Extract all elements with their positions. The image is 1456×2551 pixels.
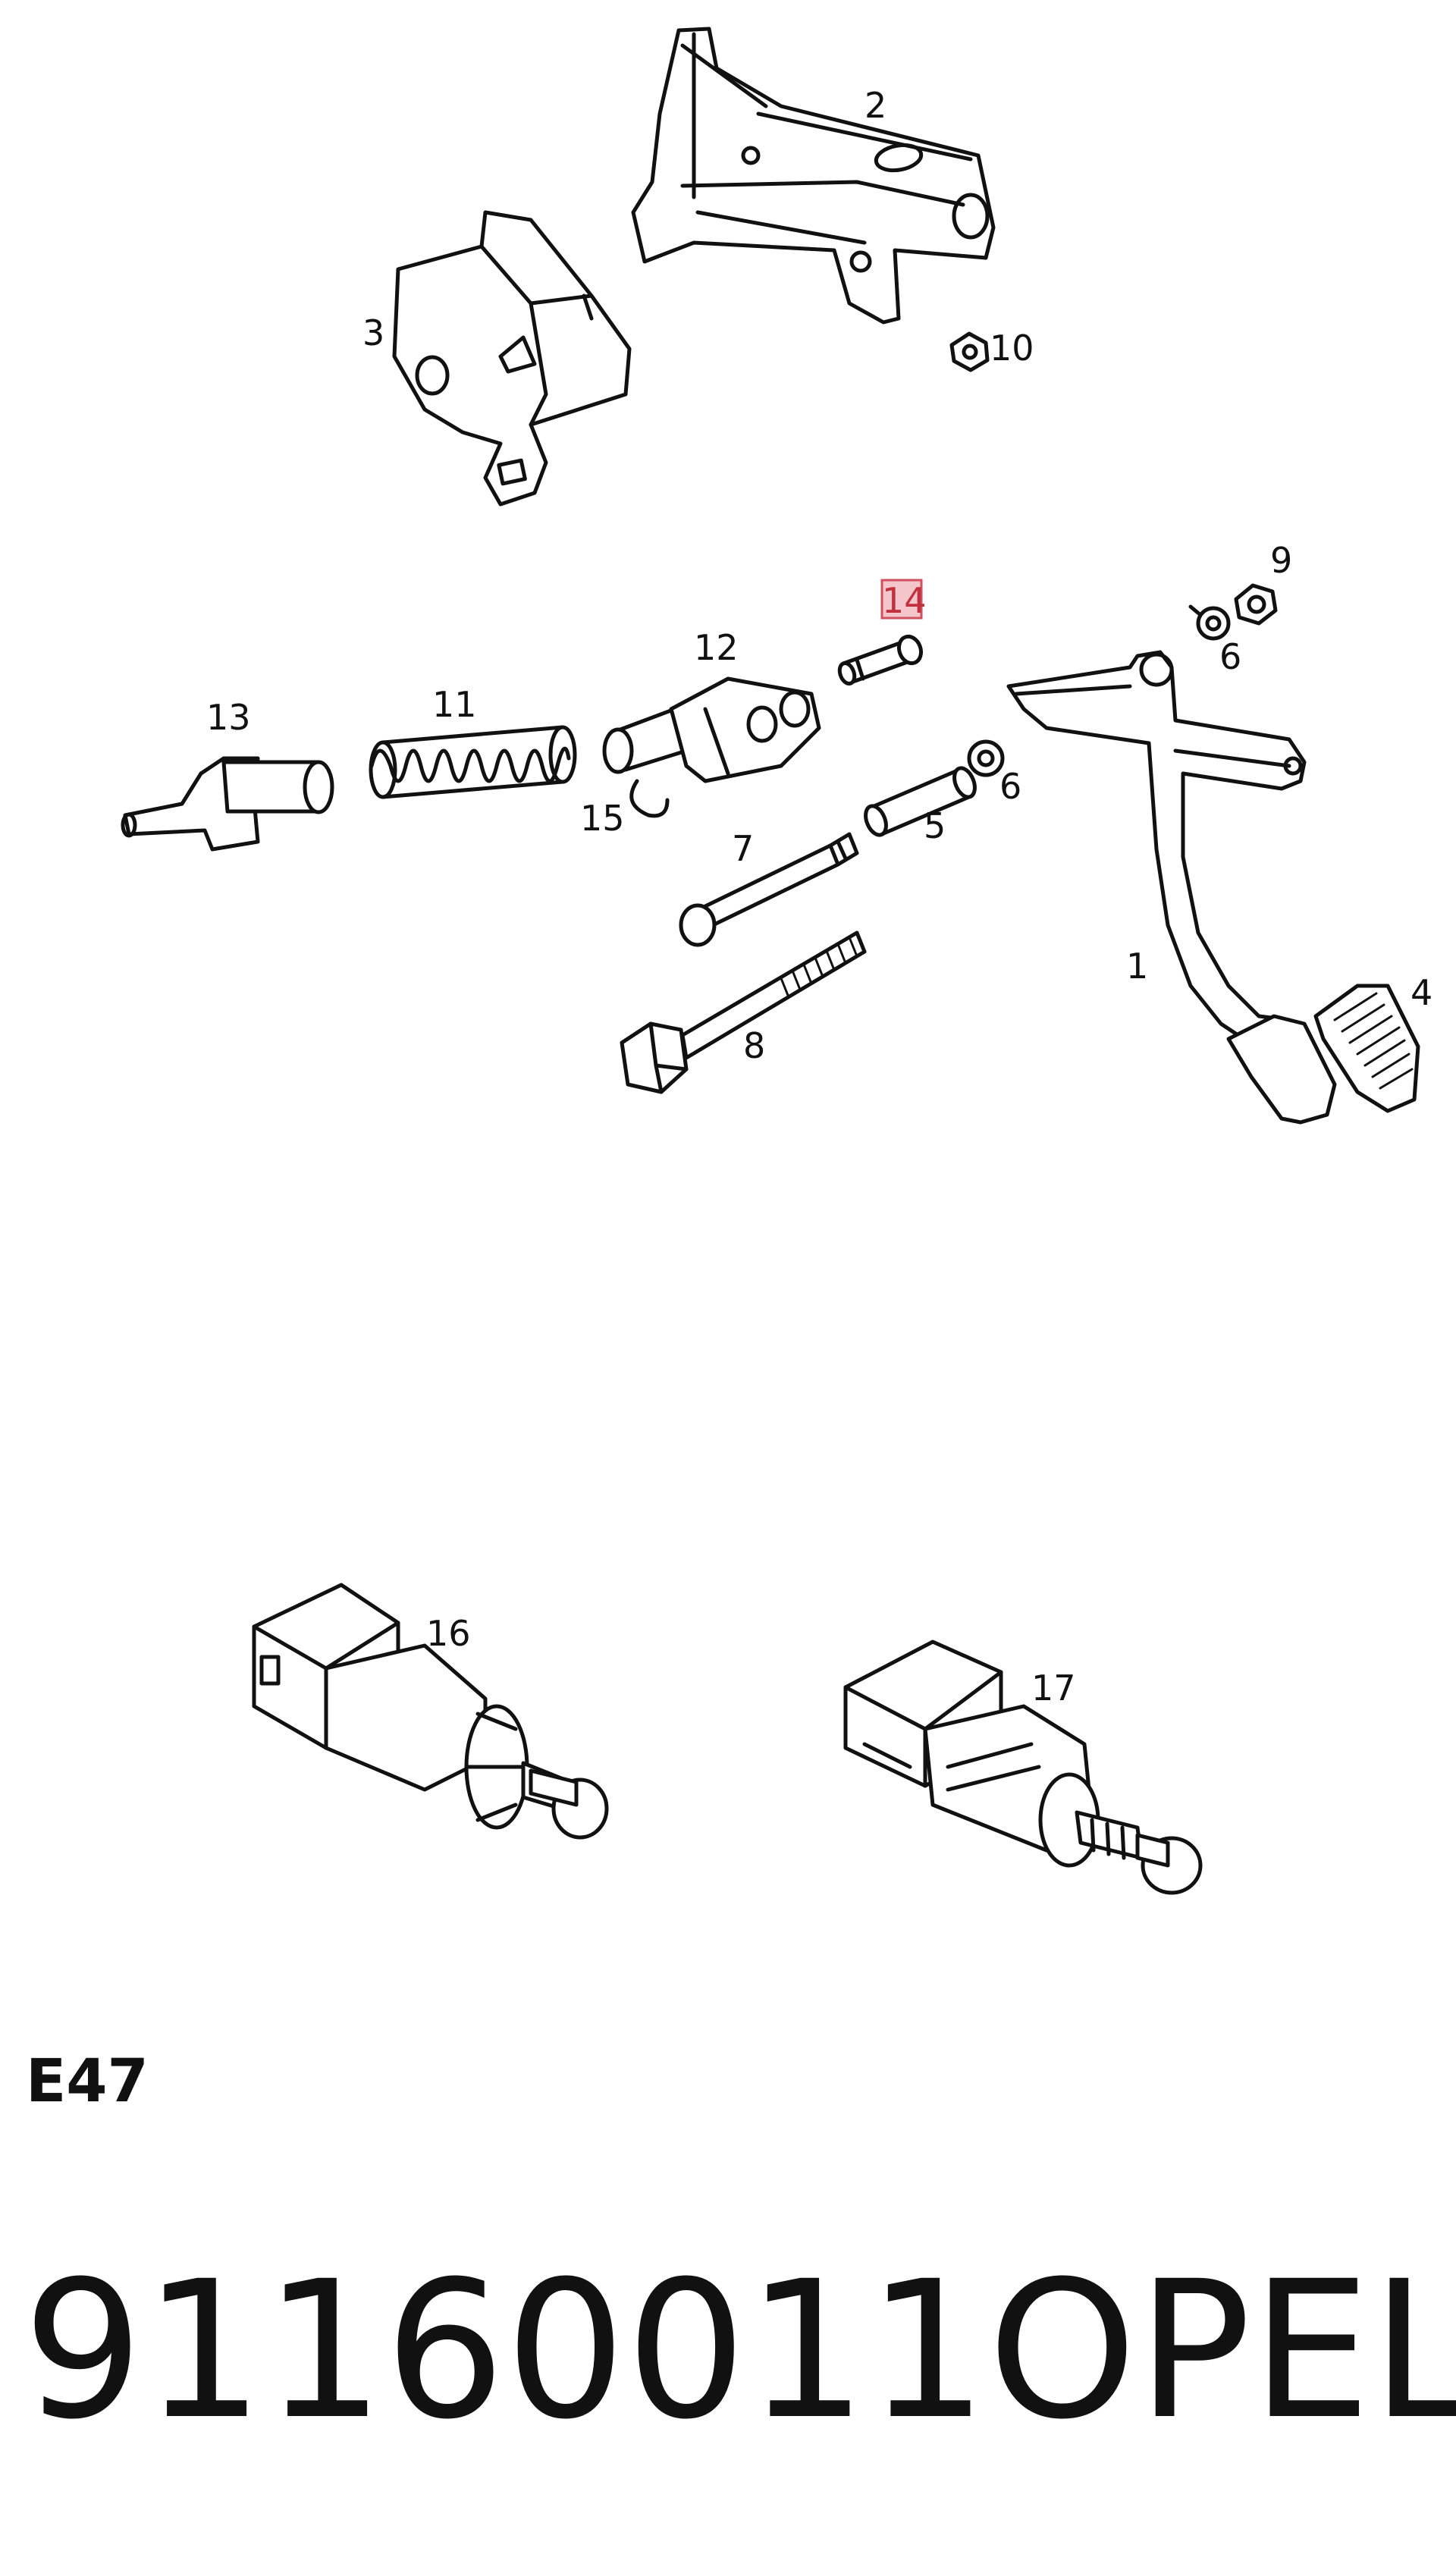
- callout-14-highlight: [880, 579, 923, 620]
- callout-16[interactable]: 16: [426, 1613, 471, 1654]
- part-number: 91160011: [23, 2240, 988, 2461]
- callout-10[interactable]: 10: [990, 328, 1034, 369]
- part-3-housing[interactable]: [392, 210, 632, 507]
- callout-17[interactable]: 17: [1031, 1668, 1076, 1709]
- part-13-pushrod[interactable]: [121, 756, 334, 852]
- callout-9[interactable]: 9: [1270, 540, 1292, 581]
- callout-15[interactable]: 15: [580, 798, 625, 839]
- callout-labels: 2 3 10 14 9 6 12 11 13 6 15 5 7 1 4 8 16…: [206, 85, 1432, 1709]
- part-12-clevis[interactable]: [602, 676, 821, 783]
- part-15-clip[interactable]: [629, 779, 670, 818]
- part-8-bolt[interactable]: [620, 930, 867, 1094]
- brand-name: OPEL: [987, 2240, 1456, 2461]
- callout-5[interactable]: 5: [924, 805, 946, 846]
- part-16-switch[interactable]: [252, 1583, 609, 1840]
- callout-1[interactable]: 1: [1126, 946, 1148, 987]
- footer: 91160011 OPEL: [23, 2240, 1456, 2461]
- diagram-code: E47: [26, 2047, 149, 2116]
- part-10-nut[interactable]: [949, 331, 990, 372]
- part-11-spring[interactable]: [369, 725, 577, 799]
- callout-6-upper[interactable]: 6: [1219, 636, 1241, 677]
- part-9-nut[interactable]: [1234, 583, 1278, 626]
- part-17-switch[interactable]: [843, 1639, 1203, 1895]
- callout-13[interactable]: 13: [206, 697, 251, 738]
- callout-14[interactable]: 14: [882, 580, 927, 621]
- part-2-bracket[interactable]: [631, 27, 996, 325]
- callout-12[interactable]: 12: [694, 627, 739, 668]
- callout-8[interactable]: 8: [743, 1025, 765, 1066]
- part-14-pin[interactable]: [837, 633, 925, 686]
- part-6-clip-upper[interactable]: [1188, 604, 1231, 641]
- callout-2[interactable]: 2: [864, 85, 886, 126]
- callout-7[interactable]: 7: [732, 828, 754, 869]
- part-6-clip-lower[interactable]: [967, 739, 1005, 777]
- part-4-pedal-pad[interactable]: [1313, 984, 1420, 1113]
- callout-11[interactable]: 11: [432, 684, 477, 725]
- part-1-pedal-lever[interactable]: [1006, 650, 1337, 1125]
- callout-6-lower[interactable]: 6: [999, 766, 1021, 807]
- callout-4[interactable]: 4: [1410, 972, 1432, 1013]
- part-5-sleeve[interactable]: [861, 765, 978, 838]
- part-7-shaft[interactable]: [679, 832, 859, 947]
- callout-3[interactable]: 3: [362, 312, 384, 353]
